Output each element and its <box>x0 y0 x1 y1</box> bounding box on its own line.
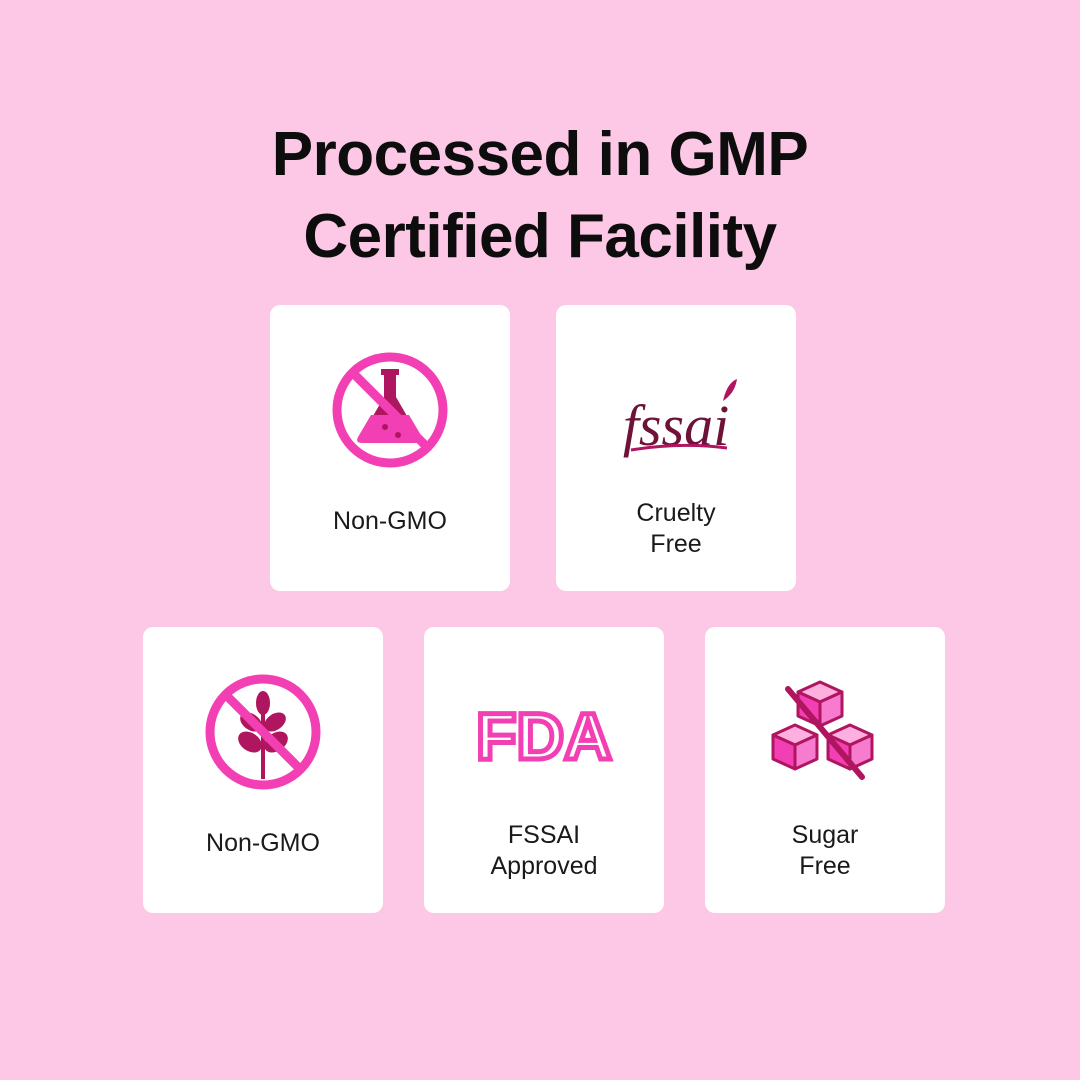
badge-label-line-2: Free <box>799 852 851 880</box>
page-title: Processed in GMP Certified Facility <box>0 114 1080 278</box>
badge-card-sugar-free: Sugar Free <box>705 627 945 913</box>
badge-card-fssai-approved: FDA FSSAI Approved <box>424 627 664 913</box>
badge-label-line-1: Sugar <box>791 821 859 849</box>
badge-label-line-1: FSSAI <box>507 821 581 849</box>
no-flask-icon <box>315 345 465 475</box>
fssai-logo: fssai <box>601 345 751 475</box>
no-sugar-cubes-icon <box>750 667 900 797</box>
page-title-line-1: Processed in GMP <box>271 119 809 189</box>
page-title-line-2: Certified Facility <box>303 201 777 271</box>
badge-label-line-1: Non-GMO <box>206 829 320 857</box>
badge-label: Non-GMO <box>143 828 383 859</box>
badge-label-line-1: Non-GMO <box>333 507 447 535</box>
badge-label: Non-GMO <box>270 506 510 537</box>
no-wheat-icon <box>188 667 338 797</box>
badge-label-line-2: Approved <box>490 852 598 880</box>
badge-label-line-1: Cruelty <box>636 499 716 527</box>
badge-label-line-2: Free <box>650 530 702 558</box>
fda-logo: FDA <box>469 667 619 797</box>
badge-card-non-gmo-wheat: Non-GMO <box>143 627 383 913</box>
badge-label: FSSAI Approved <box>424 820 664 882</box>
badge-card-cruelty-free: fssai Cruelty Free <box>556 305 796 591</box>
fda-logo-text: FDA <box>476 699 612 773</box>
badge-label: Sugar Free <box>705 820 945 882</box>
badge-label: Cruelty Free <box>556 498 796 560</box>
badge-card-non-gmo-flask: Non-GMO <box>270 305 510 591</box>
